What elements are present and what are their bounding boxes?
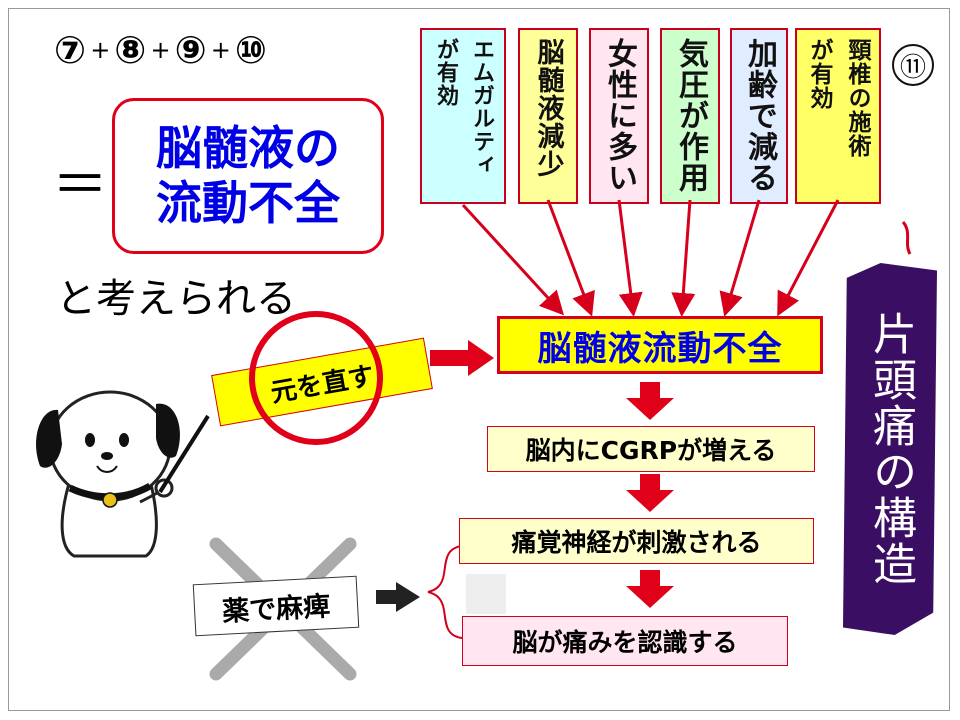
factor-label: 女性に多い bbox=[602, 38, 637, 193]
side-banner bbox=[843, 263, 937, 635]
factor-arrow bbox=[546, 199, 595, 317]
factor-box: 女性に多い bbox=[589, 28, 649, 204]
factor-box: 頸椎の施術 が有効 bbox=[795, 28, 881, 204]
factor-label: 脳髄液減少 bbox=[532, 38, 564, 178]
factor-arrow bbox=[617, 199, 643, 317]
factor-arrow bbox=[719, 199, 761, 317]
factor-label: が有効 bbox=[433, 38, 458, 107]
factor-box: エムガルティ が有効 bbox=[420, 28, 506, 204]
flow-step: 脳が痛みを認識する bbox=[462, 616, 788, 666]
center-box: 脳髄液流動不全 bbox=[497, 316, 823, 374]
equation: ⑦ + ⑧ + ⑨ + ⑩ bbox=[54, 28, 267, 72]
factor-box: 加齢で減る bbox=[730, 28, 788, 204]
factor-box: 気圧が作用 bbox=[660, 28, 720, 204]
drug-arrow bbox=[376, 582, 420, 612]
equals-sign: ＝ bbox=[52, 153, 108, 218]
factor-label: が有効 bbox=[806, 38, 832, 110]
main-term-line: 流動不全 bbox=[156, 176, 340, 230]
factor-arrow bbox=[777, 199, 840, 317]
plus-sign: + bbox=[90, 36, 111, 64]
main-term-line: 脳髄液の bbox=[156, 120, 340, 175]
squiggle bbox=[901, 220, 912, 255]
factor-label: 頸椎の施術 bbox=[844, 38, 870, 158]
equation-term: ⑨ bbox=[174, 28, 207, 72]
plus-sign: + bbox=[210, 36, 231, 64]
factor-arrow bbox=[671, 199, 696, 317]
flow-step: 脳内にCGRPが増える bbox=[487, 426, 815, 472]
dog-mascot bbox=[36, 390, 210, 558]
fix-arrow bbox=[430, 340, 494, 376]
plus-sign: + bbox=[150, 36, 171, 64]
side-title: 片頭痛の構造 bbox=[865, 311, 916, 587]
equation-term: ⑧ bbox=[114, 28, 147, 72]
down-arrow bbox=[626, 570, 674, 608]
equation-term: ⑩ bbox=[234, 28, 268, 72]
main-term-box: 脳髄液の 流動不全 bbox=[112, 98, 384, 254]
drug-box: 薬で麻痺 bbox=[192, 575, 360, 637]
factor-arrow bbox=[461, 203, 565, 316]
down-arrow bbox=[626, 474, 674, 512]
slide-frame bbox=[8, 8, 950, 711]
brace bbox=[427, 545, 463, 639]
equation-term: ⑦ bbox=[54, 28, 87, 72]
factor-label: 加齢で減る bbox=[742, 38, 777, 193]
factor-box: 脳髄液減少 bbox=[518, 28, 578, 204]
flow-step: 痛覚神経が刺激される bbox=[459, 518, 814, 564]
grey-block bbox=[466, 574, 506, 614]
factor-label: 気圧が作用 bbox=[673, 38, 708, 193]
slide-number: ⑪ bbox=[892, 44, 934, 86]
factor-label: エムガルティ bbox=[469, 38, 494, 176]
down-arrow bbox=[626, 382, 674, 420]
